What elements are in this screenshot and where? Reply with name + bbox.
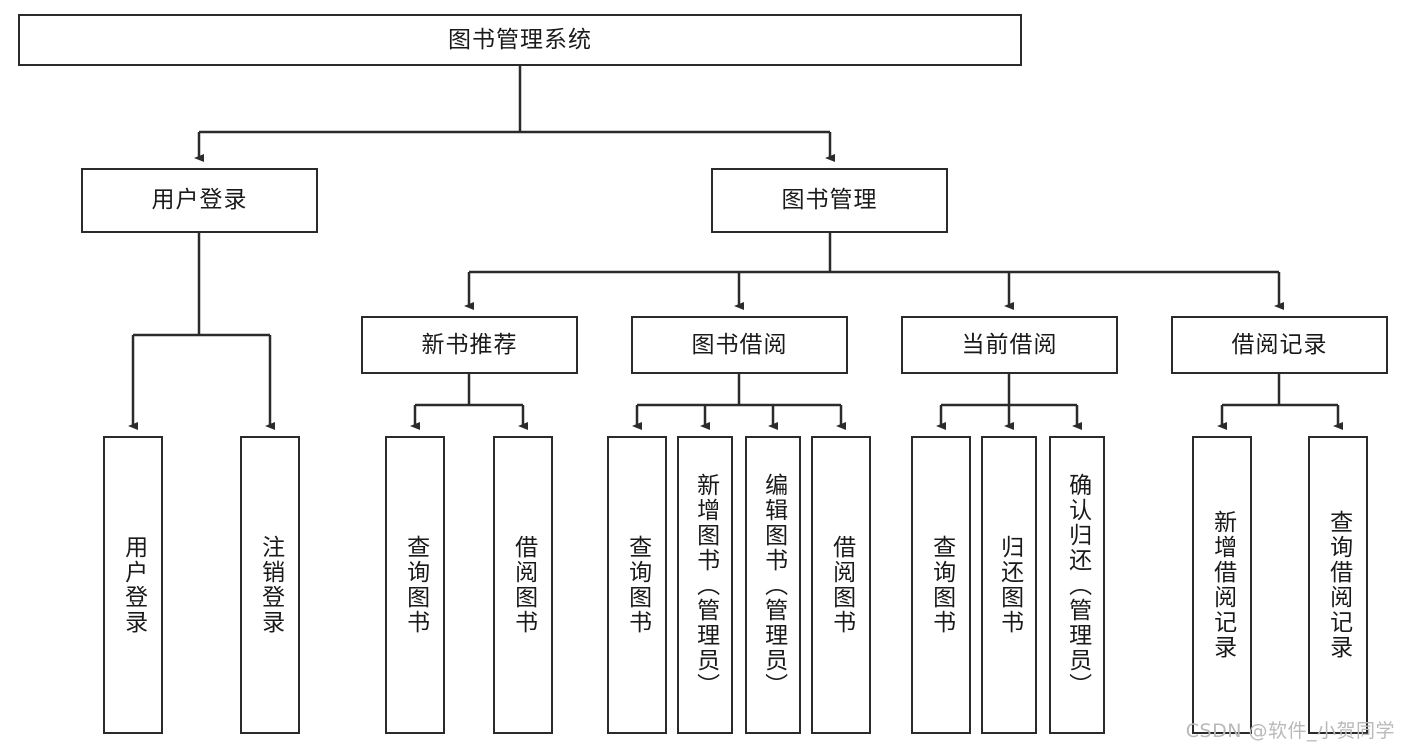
- node-label: 编辑图书（管理员）: [760, 472, 787, 698]
- leaf-add-book-admin[interactable]: 新增图书（管理员）: [677, 436, 733, 734]
- node-new-book-recommend[interactable]: 新书推荐: [361, 316, 578, 374]
- leaf-add-borrow-record[interactable]: 新增借阅记录: [1192, 436, 1252, 734]
- leaf-query-borrow-record[interactable]: 查询借阅记录: [1308, 436, 1368, 734]
- leaf-query-book-recommend[interactable]: 查询图书: [385, 436, 445, 734]
- node-label: 用户登录: [151, 187, 248, 214]
- node-label: 图书管理: [781, 187, 878, 214]
- node-label: 图书管理系统: [448, 26, 592, 53]
- node-root-book-management-system[interactable]: 图书管理系统: [18, 14, 1022, 66]
- node-label: 借阅图书: [828, 535, 855, 635]
- node-label: 图书借阅: [691, 331, 788, 358]
- node-label: 查询图书: [624, 535, 651, 635]
- node-label: 借阅图书: [510, 535, 537, 635]
- leaf-borrow-book-recommend[interactable]: 借阅图书: [493, 436, 553, 734]
- node-label: 确认归还（管理员）: [1064, 472, 1091, 698]
- node-book-borrow[interactable]: 图书借阅: [631, 316, 848, 374]
- node-label: 归还图书: [996, 535, 1023, 635]
- node-label: 新书推荐: [421, 331, 518, 358]
- node-label: 注销登录: [257, 535, 284, 635]
- node-user-login[interactable]: 用户登录: [81, 168, 318, 233]
- watermark: CSDN @软件_小贺同学: [1185, 720, 1395, 742]
- node-label: 新增借阅记录: [1209, 510, 1236, 660]
- node-label: 借阅记录: [1231, 331, 1328, 358]
- node-label: 查询图书: [928, 535, 955, 635]
- leaf-query-book-borrow[interactable]: 查询图书: [607, 436, 667, 734]
- leaf-confirm-return-admin[interactable]: 确认归还（管理员）: [1049, 436, 1105, 734]
- node-label: 用户登录: [120, 535, 147, 635]
- node-current-borrow[interactable]: 当前借阅: [901, 316, 1118, 374]
- node-book-manage[interactable]: 图书管理: [711, 168, 948, 233]
- node-borrow-record[interactable]: 借阅记录: [1171, 316, 1388, 374]
- leaf-user-logout[interactable]: 注销登录: [240, 436, 300, 734]
- node-label: 当前借阅: [961, 331, 1058, 358]
- node-label: 查询借阅记录: [1325, 510, 1352, 660]
- node-label: 新增图书（管理员）: [692, 472, 719, 698]
- leaf-return-book[interactable]: 归还图书: [981, 436, 1037, 734]
- leaf-query-book-current[interactable]: 查询图书: [911, 436, 971, 734]
- leaf-user-login[interactable]: 用户登录: [103, 436, 163, 734]
- leaf-borrow-book[interactable]: 借阅图书: [811, 436, 871, 734]
- node-label: 查询图书: [402, 535, 429, 635]
- leaf-edit-book-admin[interactable]: 编辑图书（管理员）: [745, 436, 801, 734]
